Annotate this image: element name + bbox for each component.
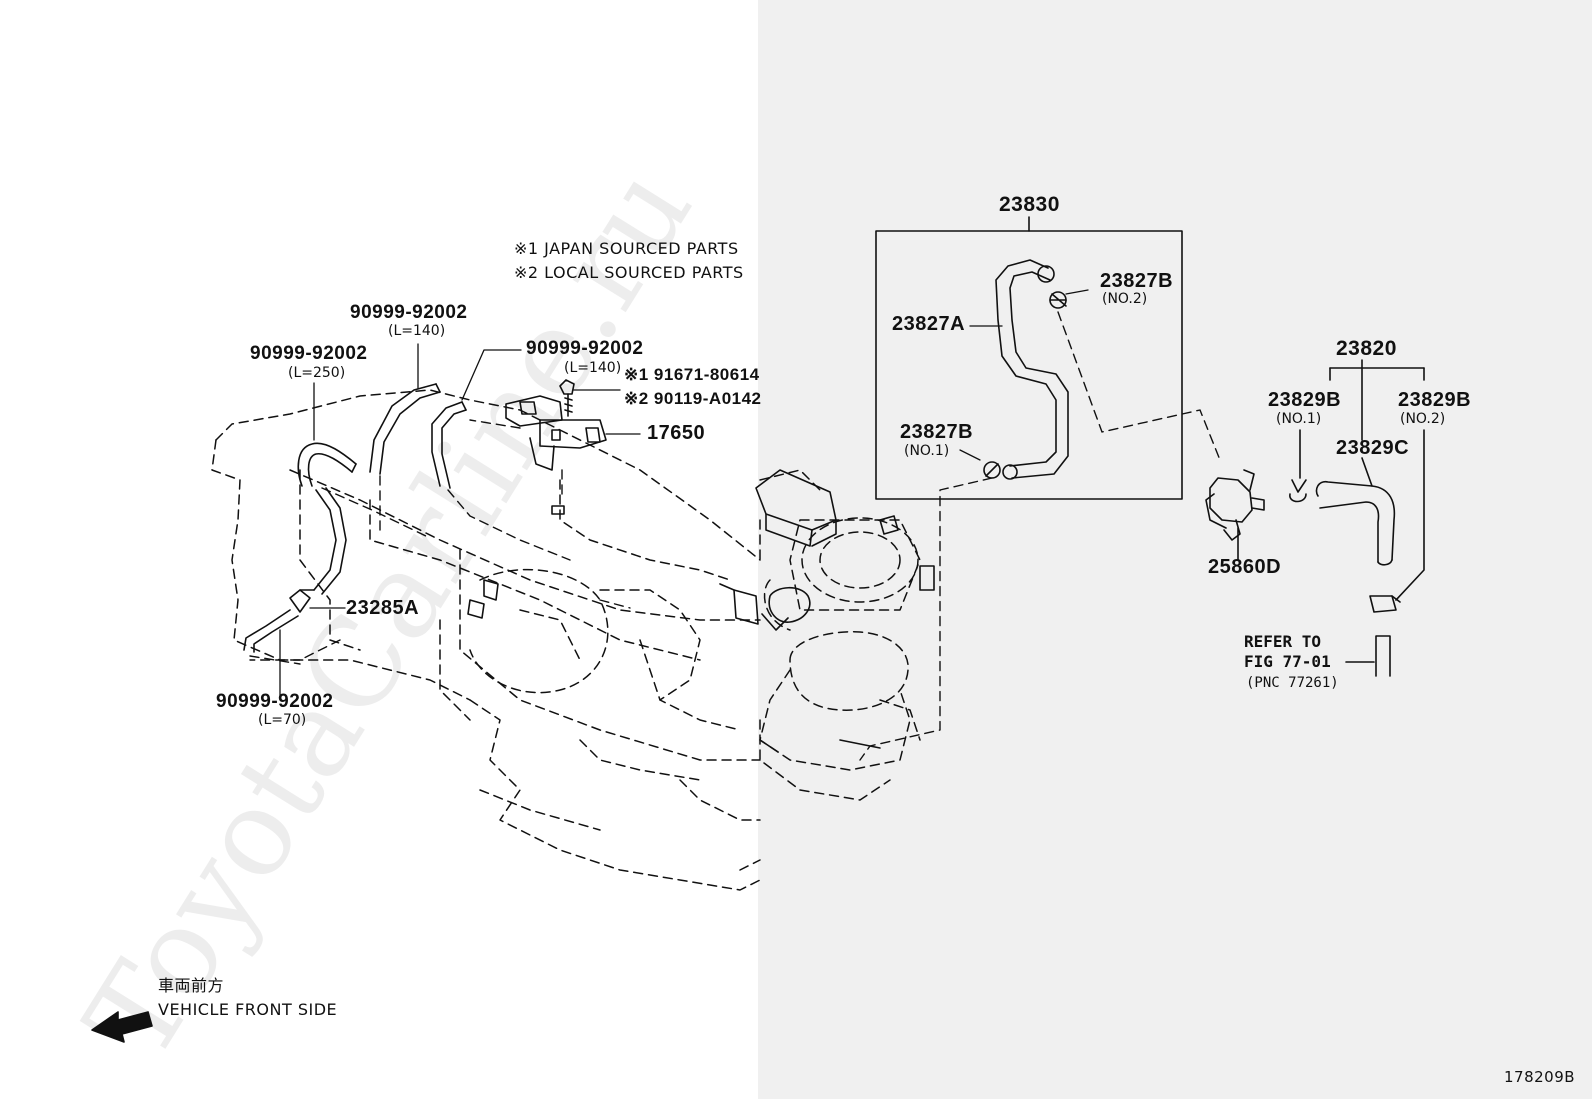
label-part-17650: 17650 — [647, 422, 706, 444]
connection-lines-left — [249, 419, 631, 665]
vacuum-hoses — [243, 379, 759, 653]
label-part-23829c: 23829C — [1336, 437, 1410, 459]
engine-outline — [211, 389, 761, 891]
note-local-sourced: ※2 LOCAL SOURCED PARTS — [514, 263, 744, 282]
label-part-23829b-no2: 23829B — [1398, 389, 1472, 411]
label-hose-90999-92002-l140-b: 90999-92002 — [526, 338, 644, 359]
label-bolt-91671-80614: ※1 91671-80614 — [624, 365, 760, 384]
label-part-23830: 23830 — [999, 193, 1060, 216]
label-part-25860d: 25860D — [1208, 556, 1282, 578]
label-part-23827a: 23827A — [892, 313, 966, 335]
label-part-23829b-no1-sub: (NO.1) — [1276, 411, 1322, 427]
refer-line-1: REFER TO — [1244, 632, 1322, 651]
label-hose-90999-92002-l140-a: 90999-92002 — [350, 302, 468, 323]
note-japan-sourced: ※1 JAPAN SOURCED PARTS — [514, 239, 739, 258]
vehicle-front-jp: 車両前方 — [158, 976, 225, 995]
front-arrow — [91, 1011, 153, 1043]
throttle-body-solid — [755, 469, 935, 753]
label-part-23820: 23820 — [1336, 337, 1397, 360]
vehicle-front-en: VEHICLE FRONT SIDE — [158, 1000, 338, 1019]
figure-id: 178209B — [1504, 1068, 1576, 1086]
throttle-body — [759, 469, 921, 801]
label-part-23827b-no2-sub: (NO.2) — [1102, 291, 1148, 307]
label-part-23285a: 23285A — [346, 597, 420, 619]
leader-lines-box — [959, 289, 1089, 461]
label-hose-length-l70: (L=70) — [258, 712, 307, 728]
label-hose-90999-92002-l70: 90999-92002 — [216, 691, 334, 712]
label-hose-length-l140-a: (L=140) — [388, 323, 446, 339]
valve-25860d — [1205, 469, 1265, 561]
refer-line-2: FIG 77-01 — [1244, 652, 1331, 671]
box-23830 — [875, 216, 1183, 500]
label-bolt-90119-a0142: ※2 90119-A0142 — [624, 389, 762, 408]
label-hose-length-l140-b: (L=140) — [564, 360, 622, 376]
connection-lines-right — [859, 311, 1221, 761]
label-part-23829b-no1: 23829B — [1268, 389, 1342, 411]
label-part-23827b-no1: 23827B — [900, 421, 974, 443]
leader-lines-left — [279, 343, 641, 697]
label-hose-90999-92002-l250: 90999-92002 — [250, 343, 368, 364]
label-part-23827b-no2: 23827B — [1100, 270, 1174, 292]
group-23820 — [1289, 359, 1425, 677]
refer-line-3: (PNC 77261) — [1246, 675, 1339, 691]
label-part-23827b-no1-sub: (NO.1) — [904, 443, 950, 459]
label-part-23829b-no2-sub: (NO.2) — [1400, 411, 1446, 427]
label-hose-length-l250: (L=250) — [288, 365, 346, 381]
